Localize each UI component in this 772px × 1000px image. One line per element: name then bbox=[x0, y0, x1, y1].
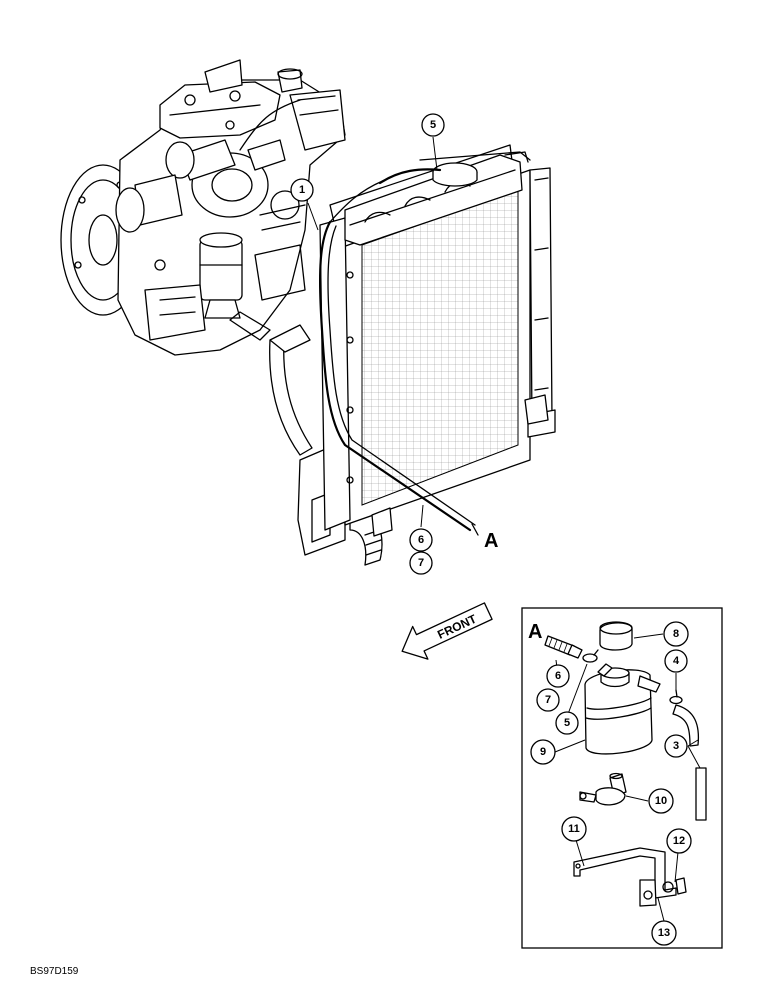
callout-3: 3 bbox=[664, 734, 688, 758]
svg-text:7: 7 bbox=[545, 694, 551, 706]
callout-7-top: 7 bbox=[409, 551, 433, 575]
callout-6-box: 6 bbox=[546, 664, 570, 688]
svg-text:13: 13 bbox=[658, 927, 670, 939]
callout-7-box: 7 bbox=[536, 688, 560, 712]
svg-text:6: 6 bbox=[555, 670, 561, 682]
svg-text:3: 3 bbox=[673, 740, 679, 752]
svg-text:7: 7 bbox=[418, 557, 424, 569]
figure-code: BS97D159 bbox=[30, 966, 79, 977]
engine-illustration bbox=[60, 59, 383, 566]
svg-text:9: 9 bbox=[540, 746, 546, 758]
detail-a-parts bbox=[544, 621, 707, 907]
callout-8: 8 bbox=[663, 621, 689, 647]
callout-10: 10 bbox=[648, 788, 674, 814]
callout-5-box: 5 bbox=[555, 711, 579, 735]
overflow-tube bbox=[319, 179, 479, 536]
svg-text:4: 4 bbox=[673, 655, 680, 667]
svg-text:1: 1 bbox=[299, 184, 305, 196]
svg-text:10: 10 bbox=[655, 795, 667, 807]
callout-9: 9 bbox=[530, 739, 556, 765]
callout-12: 12 bbox=[666, 828, 692, 854]
section-ref-a: A bbox=[484, 530, 498, 552]
svg-text:5: 5 bbox=[564, 717, 570, 729]
callout-6-top: 6 bbox=[409, 528, 433, 552]
callout-1: 1 bbox=[290, 178, 314, 202]
svg-text:12: 12 bbox=[673, 835, 685, 847]
radiator-illustration bbox=[319, 144, 556, 537]
detail-a-letter: A bbox=[528, 621, 542, 643]
callout-13: 13 bbox=[651, 920, 677, 946]
svg-text:6: 6 bbox=[418, 534, 424, 546]
front-direction-arrow: FRONT bbox=[401, 602, 493, 660]
svg-text:11: 11 bbox=[568, 823, 580, 835]
callout-11: 11 bbox=[561, 816, 587, 842]
callout-5-top: 5 bbox=[421, 113, 445, 137]
svg-text:8: 8 bbox=[673, 628, 679, 640]
svg-text:5: 5 bbox=[430, 119, 436, 131]
leader-lines bbox=[307, 136, 701, 922]
callout-4: 4 bbox=[664, 649, 688, 673]
